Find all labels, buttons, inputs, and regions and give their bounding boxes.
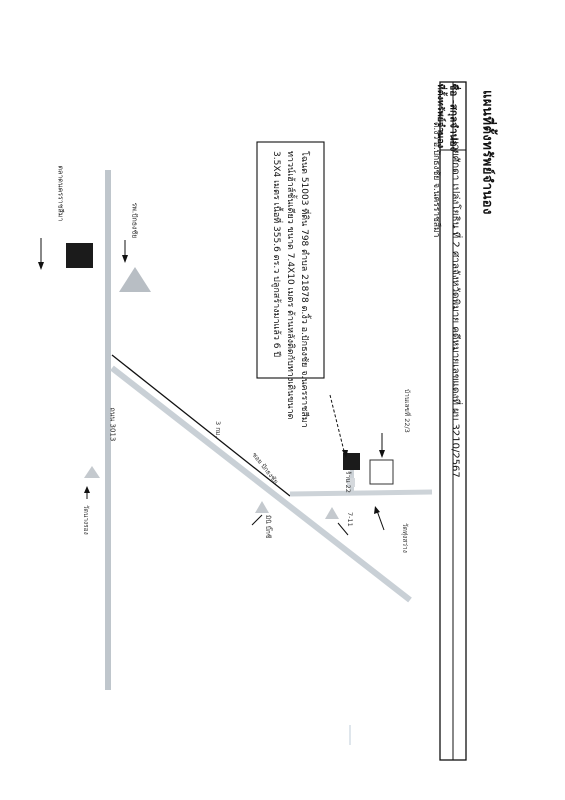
description-line-2: ทาวน์เฮ้าส์ชั้นเดียว ขนาด 7.4X10 เมตร ด้… xyxy=(285,151,295,420)
arrow-center-line xyxy=(251,514,263,526)
small-building xyxy=(347,478,355,487)
description-block: โฉนด 51003 ที่ดิน 798 ตำบล 21878 ต.งิ้ว … xyxy=(265,151,311,428)
neighbor-house-outline xyxy=(369,459,394,485)
arrow-hospital-head xyxy=(122,255,128,263)
branch-road xyxy=(111,354,291,497)
label-target: บ้านเลขที่ 22/3 xyxy=(403,389,411,433)
description-frame xyxy=(256,141,325,379)
landmark-triangle-left xyxy=(119,267,151,292)
arrow-left-top-head xyxy=(38,262,44,270)
dashed-pointer-head xyxy=(342,450,348,458)
name-value: นายศักดา เปล่งโยธิน ที่ 2 ศาลจังหวัดพิมา… xyxy=(449,137,461,478)
arrow-711-line xyxy=(337,522,349,536)
landmark-triangle-center xyxy=(255,501,269,513)
arrow-bottom-left-head xyxy=(84,486,90,493)
label-minimart: มินิ บิ๊กซี xyxy=(264,515,272,539)
diagonal-road xyxy=(110,365,412,603)
target-house-marker xyxy=(343,453,360,470)
arrow-road-head xyxy=(374,506,380,514)
description-line-1: โฉนด 51003 ที่ดิน 798 ตำบล 21878 ต.งิ้ว … xyxy=(299,151,309,428)
dashed-pointer xyxy=(329,394,346,456)
soi-road xyxy=(289,489,433,497)
label-left-top: ตลาดนครราชสีมา xyxy=(56,165,65,222)
label-road-number: ถนน 3013 xyxy=(108,407,117,442)
location-value: ต.งิ้ว อ.ปักธงชัย จ.นครราชสีมา xyxy=(431,122,441,238)
landmark-triangle-711 xyxy=(325,507,339,519)
page-title: แผนที่ตั้งทรัพย์จำนอง xyxy=(479,90,495,215)
description-line-3: 3.5X4 เมตร เนื้อที่ 355.6 ตร.ว ปลูกสร้าง… xyxy=(271,151,281,358)
label-temple: วัดทุ่งสว่าง xyxy=(401,523,409,553)
label-bottom-left: วัดนางรอง xyxy=(82,505,90,535)
label-hospital: รพ.ปักธงชัย xyxy=(130,202,139,239)
label-distance: 3 กม. xyxy=(214,421,222,438)
label-target-house: ร้าน 22 xyxy=(344,471,352,493)
label-711: 7-11 xyxy=(346,512,354,527)
landmark-triangle-small-left xyxy=(84,466,100,478)
arrow-house-head xyxy=(379,450,385,458)
landmark-square-left xyxy=(66,243,93,268)
